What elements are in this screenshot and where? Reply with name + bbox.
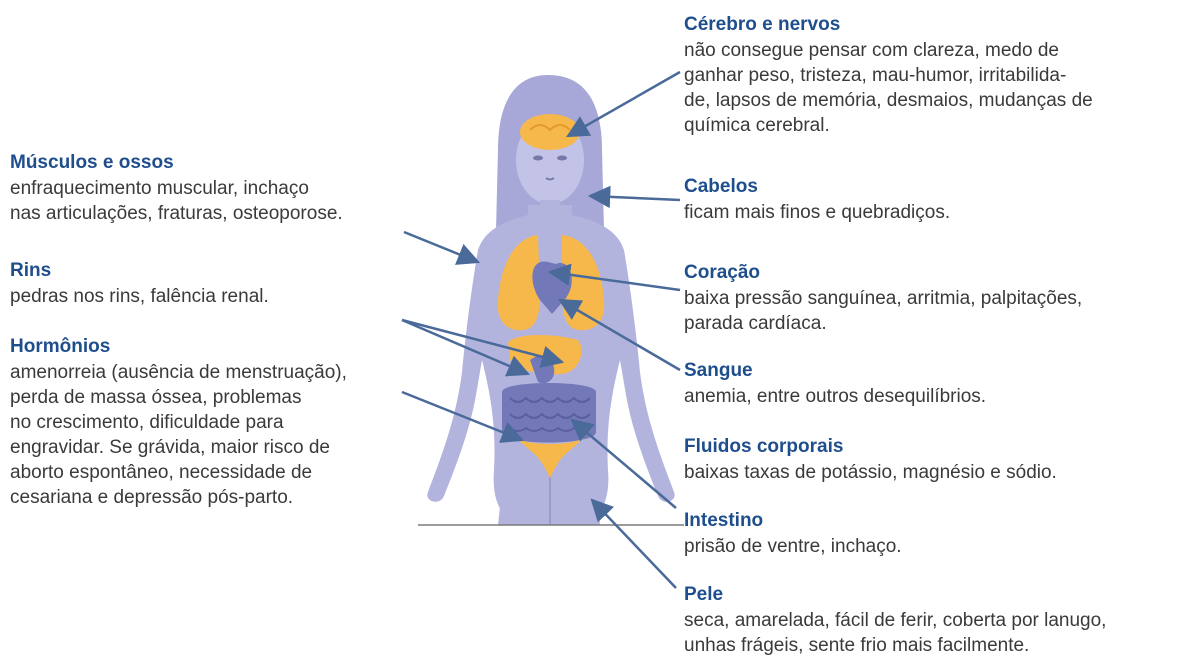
arrow-hormonios — [401, 390, 525, 443]
label-cabelos: Cabelos ficam mais finos e quebradiços. — [684, 176, 951, 223]
arrow-cerebro — [566, 70, 681, 138]
label-hormonios: Hormônios amenorreia (ausência de menstr… — [10, 336, 347, 508]
arrow-pele — [590, 498, 677, 589]
arrow-coracao — [547, 263, 681, 292]
arrow-intestino — [570, 418, 677, 509]
arrow-rins-b — [401, 318, 531, 377]
label-sangue: Sangue anemia, entre outros desequilíbri… — [684, 360, 987, 407]
intestine-shape — [502, 383, 596, 443]
label-rins: Rins pedras nos rins, falência renal. — [10, 260, 269, 307]
label-intestino: Intestino prisão de ventre, inchaço. — [684, 510, 902, 557]
arrow-cabelos — [587, 185, 681, 209]
brain-shape — [520, 114, 580, 150]
lungs-left — [497, 235, 540, 331]
label-pele: Pele seca, amarelada, fácil de ferir, co… — [684, 584, 1107, 656]
label-cerebro: Cérebro e nervos não consegue pensar com… — [684, 14, 1093, 136]
label-fluidos: Fluidos corporais baixas taxas de potáss… — [684, 436, 1057, 483]
uterus-shape — [516, 438, 584, 478]
label-coracao: Coração baixa pressão sanguínea, arritmi… — [684, 262, 1083, 334]
arrow-musculos — [403, 230, 481, 265]
label-title: Cérebro e nervos — [684, 14, 841, 35]
arrow-sangue — [558, 298, 681, 372]
label-musculos: Músculos e ossos enfraquecimento muscula… — [10, 152, 343, 224]
arrow-rins-a — [401, 318, 565, 368]
